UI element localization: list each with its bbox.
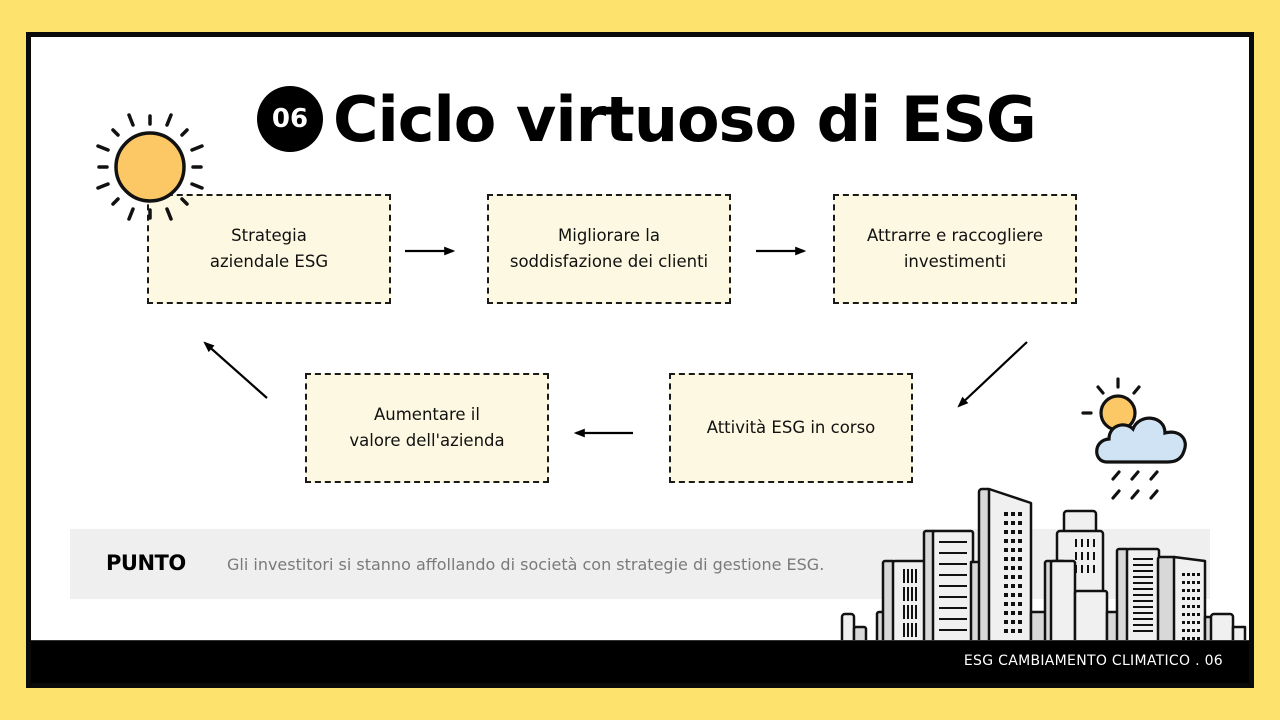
footer-text: ESG CAMBIAMENTO CLIMATICO . 06 xyxy=(963,653,1223,669)
cycle-step-2: Migliorare la soddisfazione dei clienti xyxy=(487,194,731,304)
cycle-step-4: Attività ESG in corso xyxy=(669,373,913,483)
sun-icon xyxy=(96,113,204,221)
punto-text: Gli investitori si stanno affollando di … xyxy=(227,555,825,574)
punto-label: PUNTO xyxy=(106,551,186,575)
arrow-icon-step3-to-step4 xyxy=(957,341,1028,408)
slide-number-badge: 06 xyxy=(257,86,323,152)
page-title: Ciclo virtuoso di ESG xyxy=(333,82,1037,156)
cycle-step-1: Strategia aziendale ESG xyxy=(147,194,391,304)
title-row: 06 Ciclo virtuoso di ESG xyxy=(257,79,1037,159)
cycle-step-5: Aumentare il valore dell'azienda xyxy=(305,373,549,483)
arrow-icon-step5-to-step1 xyxy=(203,341,268,399)
cloud-sun-rain-icon xyxy=(1081,377,1187,500)
slide-frame: 06 Ciclo virtuoso di ESG Strategia azien… xyxy=(26,32,1254,688)
decorations-layer xyxy=(96,113,1247,648)
city-skyline-illustration xyxy=(840,487,1247,648)
footer-bar: ESG CAMBIAMENTO CLIMATICO . 06 xyxy=(31,640,1249,683)
cycle-step-3: Attrarre e raccogliere investimenti xyxy=(833,194,1077,304)
